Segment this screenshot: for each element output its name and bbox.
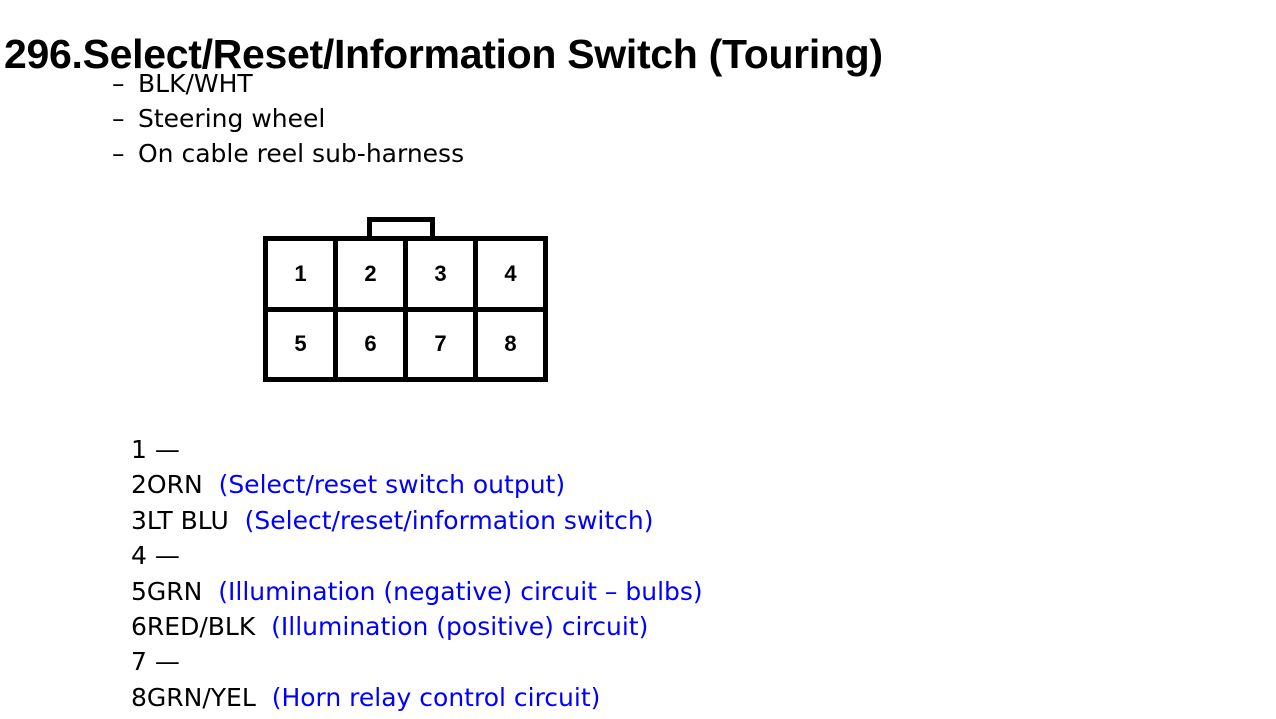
connector-pin-7: 7 [408,311,478,377]
pinout-wire-color: GRN [146,576,203,606]
pinout-empty-dash-icon: — [146,647,180,677]
pinout-gap [203,470,219,499]
note-label: On cable reel sub-harness [138,139,465,168]
pinout-gap [256,683,272,712]
pinout-row-4: 4 — [131,538,703,573]
connector-pin-4: 4 [504,260,517,286]
pinout-row-1: 1 — [131,432,703,467]
pinout-number: 2 [131,470,147,500]
pinout-number: 8 [131,682,147,712]
pinout-wire-color: ORN [146,470,203,500]
pinout-number: 1 [131,435,147,464]
pinout-number: 3 [131,505,147,535]
pinout-number: 5 [131,576,147,606]
pinout-row-2: 2ORN (Select/reset switch output) [131,467,703,502]
note-dash-icon: – [112,139,125,168]
pinout-row-5: 5GRN (Illumination (negative) circuit – … [131,574,703,609]
pinout-empty-dash-icon: — [146,541,180,571]
pinout-description: (Select/reset/information switch) [244,505,654,535]
note-dash-icon: – [112,104,125,133]
pinout-wire-color: RED/BLK [146,612,256,642]
connector-pin-3: 3 [408,241,478,307]
pinout-number: 6 [131,612,147,642]
pinout-gap [229,506,245,535]
pinout-gap [202,577,218,606]
page-title: 296.Select/Reset/Information Switch (Tou… [4,31,883,78]
pinout-wire-color: GRN/YEL [146,682,256,712]
pinout-row-6: 6RED/BLK (Illumination (positive) circui… [131,609,703,644]
pinout-empty-dash-icon: — [146,435,180,464]
pinout-number: 7 [131,647,147,677]
pinout-description: (Horn relay control circuit) [271,682,601,712]
pinout-number: 4 [131,541,147,571]
pinout-row-3: 3LT BLU (Select/reset/information switch… [131,503,703,538]
pinout-description: (Select/reset switch output) [218,470,566,500]
connector-pin-8: 8 [504,331,517,357]
note-item: –BLK/WHT [112,66,464,101]
pinout-description: (Illumination (positive) circuit) [271,612,649,642]
pinout-gap [255,612,271,641]
pinout-description: (Illumination (negative) circuit – bulbs… [218,576,703,606]
note-item: –Steering wheel [112,101,464,136]
connector-pin-1: 1 [268,241,338,307]
note-label: Steering wheel [138,104,326,133]
connector-pin-6: 6 [338,311,408,377]
pinout-list: 1 —2ORN (Select/reset switch output)3LT … [131,432,703,715]
note-item: –On cable reel sub-harness [112,136,464,171]
pinout-row-7: 7 — [131,644,703,679]
pinout-row-8: 8GRN/YEL (Horn relay control circuit) [131,680,703,715]
connector-pin-2: 2 [338,241,408,307]
note-label: BLK/WHT [138,69,253,98]
notes-list: –BLK/WHT–Steering wheel–On cable reel su… [112,66,464,171]
note-dash-icon: – [112,69,125,98]
pinout-wire-color: LT BLU [146,505,229,535]
connector-pin-5: 5 [268,311,338,377]
